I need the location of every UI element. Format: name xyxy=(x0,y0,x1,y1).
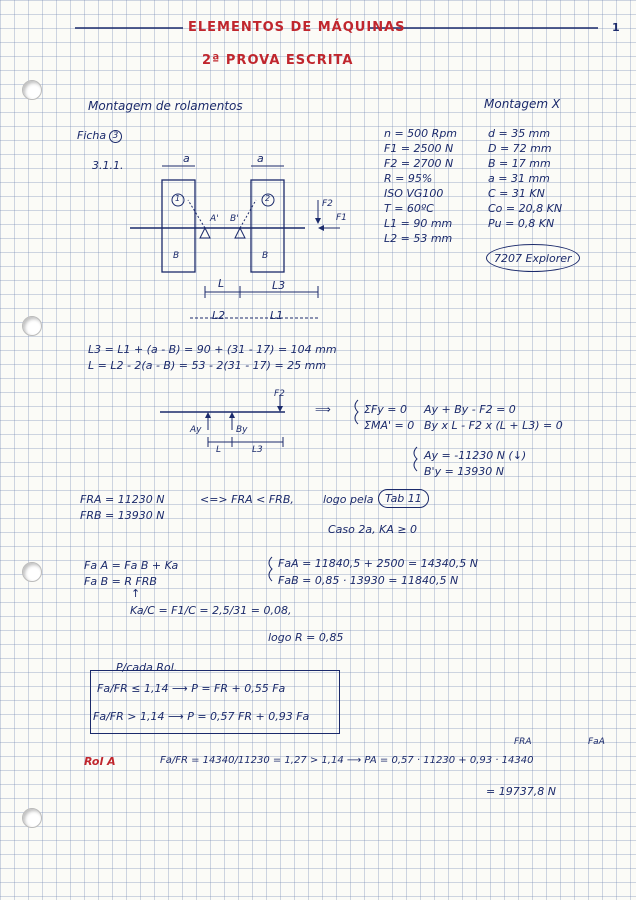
given-item: F2 = 2700 N xyxy=(384,157,454,170)
dim-l2: L2 xyxy=(212,309,226,322)
ficha-label: Ficha xyxy=(77,129,107,142)
radial-fra: FRA = 11230 N xyxy=(80,493,165,506)
given-item: D = 72 mm xyxy=(488,142,552,155)
radial-frb: FRB = 13930 N xyxy=(80,509,165,522)
equilibrium-sum-fy: ΣFy = 0 xyxy=(364,403,407,416)
bearing-oval xyxy=(486,244,580,272)
given-item: F1 = 2500 N xyxy=(384,142,454,155)
rule-box: Fa/FR ≤ 1,14 ⟶ P = FR + 0,55 Fa Fa/FR > … xyxy=(90,670,340,734)
axial-res-a: FaA = 11840,5 + 2500 = 14340,5 N xyxy=(278,557,478,570)
given-item: a = 31 mm xyxy=(488,172,550,185)
width-b-right: B xyxy=(262,251,269,261)
ficha-number: 3 xyxy=(109,130,122,143)
circle-1: 1 xyxy=(175,194,181,203)
point-b: B' xyxy=(230,214,239,224)
equilibrium-eq-a: Ay + By - F2 = 0 xyxy=(424,403,516,416)
dim-a-left: a xyxy=(183,152,190,165)
bearing-a-label: Rol A xyxy=(84,755,116,768)
exercise-number: 3.1.1. xyxy=(92,159,124,172)
dim-l1: L1 xyxy=(270,309,284,322)
given-item: C = 31 KN xyxy=(488,187,545,200)
montagem-label: Montagem X xyxy=(484,97,561,111)
equilibrium-eq-b: By x L - F2 x (L + L3) = 0 xyxy=(424,419,563,432)
axial-fa-a: Fa A = Fa B + Ka xyxy=(84,559,179,572)
rule-row-1: Fa/FR ≤ 1,14 ⟶ P = FR + 0,55 Fa xyxy=(97,682,286,695)
binder-hole xyxy=(22,562,42,582)
ratio-calc: Ka/C = F1/C = 2,5/31 = 0,08, xyxy=(130,604,292,617)
given-item: L2 = 53 mm xyxy=(384,232,453,245)
rule-title: P/cada Rol. xyxy=(116,661,178,674)
case-label: Caso 2a, KA ≥ 0 xyxy=(328,523,418,536)
fbd-f2: F2 xyxy=(274,389,285,399)
fbd-by: By xyxy=(236,425,248,435)
dim-a-right: a xyxy=(257,152,264,165)
width-b-left: B xyxy=(173,251,180,261)
equation-l: L = L2 - 2(a - B) = 53 - 2(31 - 17) = 25… xyxy=(88,359,327,372)
force-f1: F1 xyxy=(336,213,347,223)
given-item: T = 60ºC xyxy=(384,202,434,215)
equilibrium-res-a: Ay = -11230 N (↓) xyxy=(424,449,527,462)
circle-2: 2 xyxy=(265,194,271,203)
final-result: = 19737,8 N xyxy=(486,785,556,798)
axial-fa-b: Fa B = R FRB xyxy=(84,575,157,588)
point-a: A' xyxy=(210,214,219,224)
equilibrium-sum-m: ΣMA' = 0 xyxy=(364,419,415,432)
up-arrow: ↑ xyxy=(131,587,141,600)
final-calculation: Fa/FR = 14340/11230 = 1,27 > 1,14 ⟶ PA =… xyxy=(160,755,534,766)
fra-label: FRA xyxy=(514,737,532,747)
page-title: ELEMENTOS DE MÁQUINAS xyxy=(188,20,406,35)
fbd-ay: Ay xyxy=(190,425,202,435)
radial-relation: <=> FRA < FRB, xyxy=(200,493,294,506)
given-item: L1 = 90 mm xyxy=(384,217,453,230)
given-item: B = 17 mm xyxy=(488,157,551,170)
equilibrium-res-b: B'y = 13930 N xyxy=(424,465,505,478)
binder-hole xyxy=(22,80,42,100)
given-item: Pu = 0,8 KN xyxy=(488,217,555,230)
dim-l: L xyxy=(218,277,225,290)
given-item: ISO VG100 xyxy=(384,187,444,200)
given-item: R = 95% xyxy=(384,172,433,185)
rule-row-2: Fa/FR > 1,14 ⟶ P = 0,57 FR + 0,93 Fa xyxy=(93,710,310,723)
page-subtitle: 2ª PROVA ESCRITA xyxy=(202,53,354,68)
bearing-model: 7207 Explorer xyxy=(494,252,572,265)
axial-res-b: FaB = 0,85 · 13930 = 11840,5 N xyxy=(278,574,459,587)
given-item: Co = 20,8 KN xyxy=(488,202,563,215)
radial-logo: logo pela xyxy=(323,493,374,506)
equation-l3: L3 = L1 + (a - B) = 90 + (31 - 17) = 104… xyxy=(88,343,337,356)
given-item: d = 35 mm xyxy=(488,127,551,140)
given-item: n = 500 Rpm xyxy=(384,127,458,140)
logo-r: logo R = 0,85 xyxy=(268,631,344,644)
table-reference: Tab 11 xyxy=(378,489,429,508)
dim-l3: L3 xyxy=(272,279,286,292)
faa-label: FaA xyxy=(588,737,605,747)
implies-arrow: ⟹ xyxy=(315,403,331,416)
fbd-l3: L3 xyxy=(252,445,263,455)
force-f2: F2 xyxy=(322,199,333,209)
page-number: 1 xyxy=(612,21,620,34)
binder-hole xyxy=(22,316,42,336)
binder-hole xyxy=(22,808,42,828)
section-heading: Montagem de rolamentos xyxy=(88,99,243,113)
fbd-l: L xyxy=(216,445,222,455)
